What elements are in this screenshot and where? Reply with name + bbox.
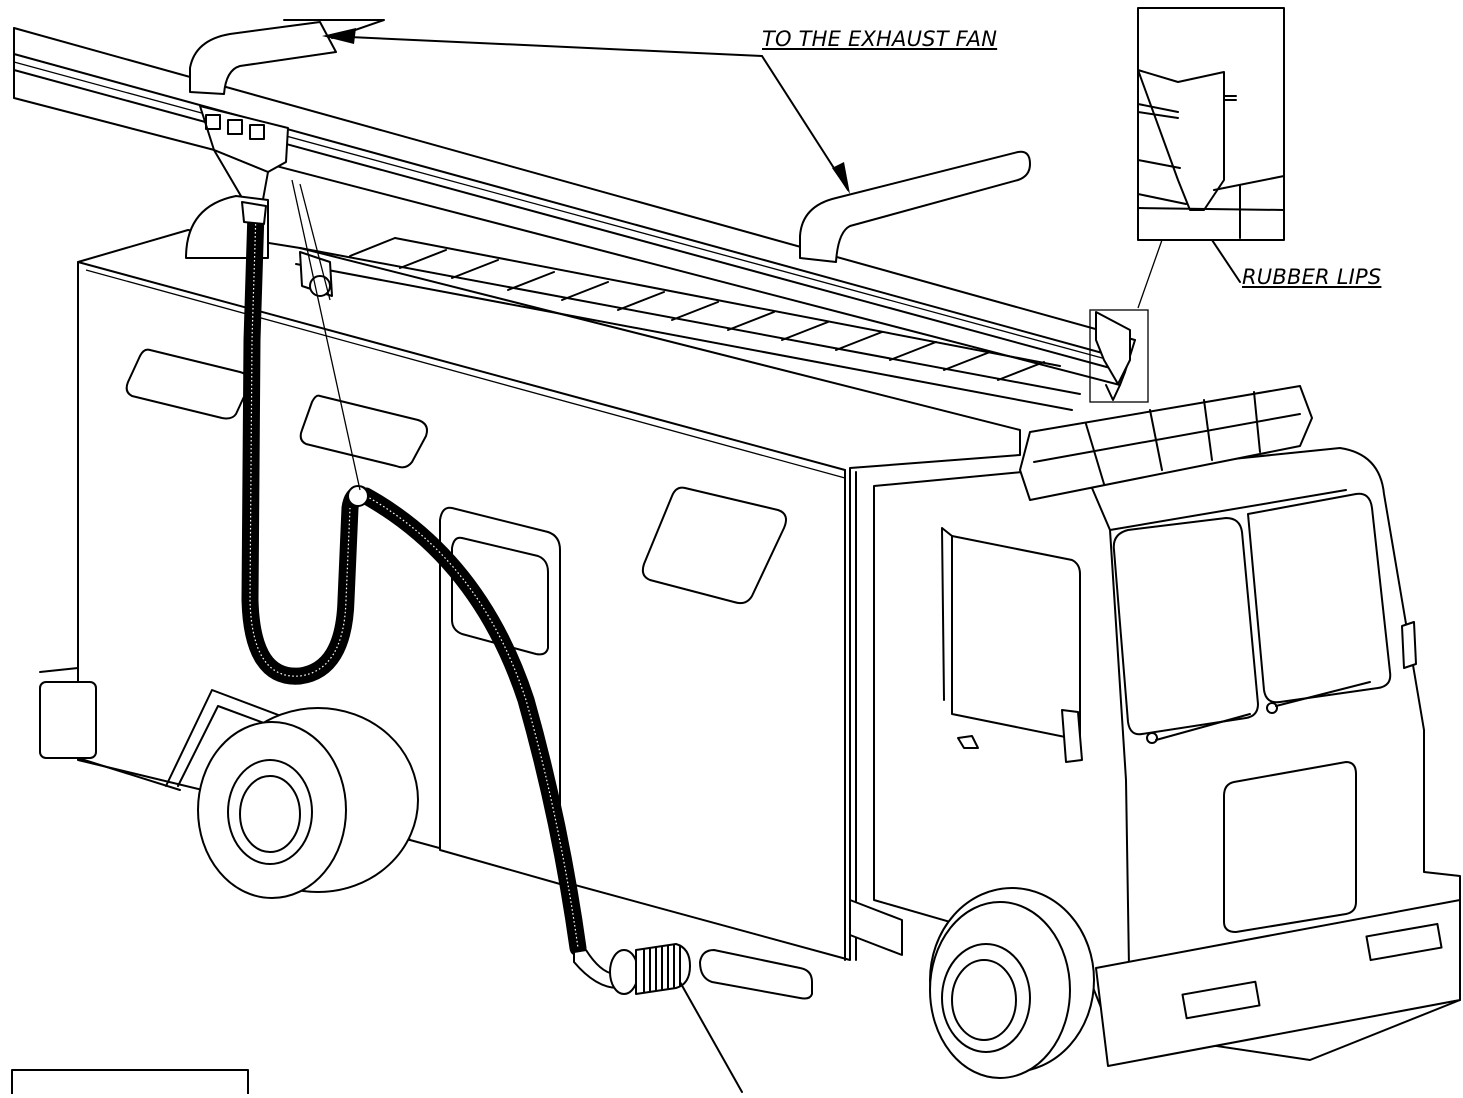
title-block-corner bbox=[11, 1069, 249, 1098]
rail-trolley bbox=[199, 105, 289, 209]
rear-wheel bbox=[197, 707, 419, 899]
arrowhead-duct bbox=[832, 162, 850, 194]
support-cable-2 bbox=[299, 183, 331, 301]
exhaust-duct-right bbox=[799, 150, 1031, 263]
hose-nozzle bbox=[573, 943, 691, 995]
tail-pipe bbox=[699, 949, 813, 1000]
arrowhead-fan bbox=[322, 28, 356, 44]
exhaust-hose bbox=[241, 201, 587, 957]
leader-exhaust-fan bbox=[322, 28, 850, 194]
leader-nozzle bbox=[679, 981, 743, 1093]
detail-callout bbox=[1089, 239, 1163, 403]
label-exhaust-fan: TO THE EXHAUST FAN bbox=[762, 27, 998, 51]
label-rubber-lips: RUBBER LIPS bbox=[1242, 265, 1382, 289]
overhead-rail bbox=[13, 27, 1136, 401]
support-cable bbox=[291, 179, 361, 491]
front-wheel bbox=[929, 887, 1095, 1079]
detail-inset bbox=[1137, 7, 1285, 241]
